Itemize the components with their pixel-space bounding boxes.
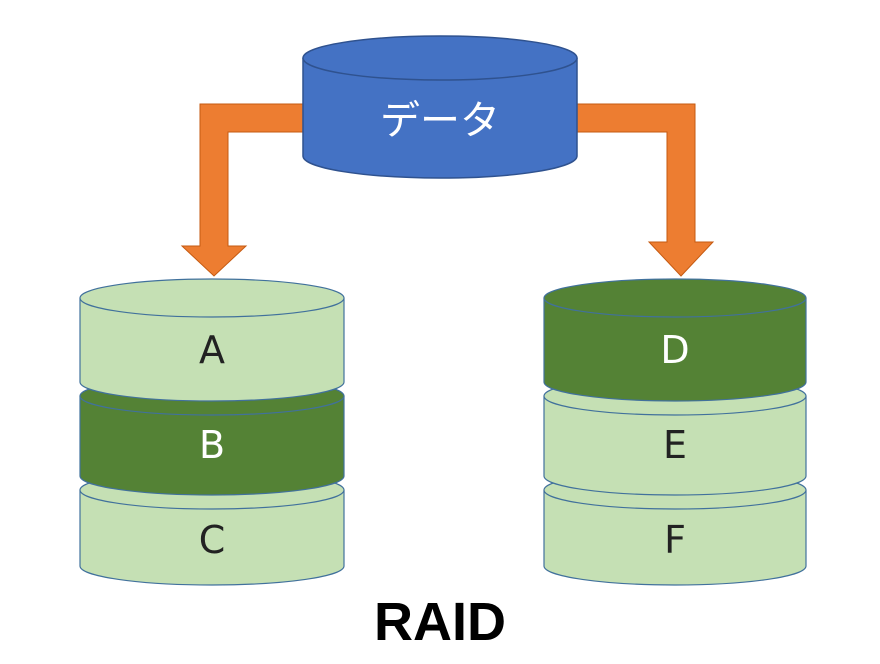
disk-label-c: C [199,518,226,562]
right-arrow [576,103,715,277]
source-label: データ [380,98,500,144]
disk-label-d: D [660,328,689,372]
disk-label-f: F [664,518,686,562]
left-arrow [180,103,305,277]
disk-d: D [543,278,807,402]
diagram-title: RAID [374,592,506,652]
right-disk-stack: F E D [543,278,807,586]
disk-label-e: E [663,423,687,467]
source-cylinder: データ [302,35,578,179]
disk-label-a: A [199,328,225,372]
disk-a: A [79,278,345,402]
left-disk-stack: C B A [79,278,345,586]
disk-label-b: B [199,423,225,467]
